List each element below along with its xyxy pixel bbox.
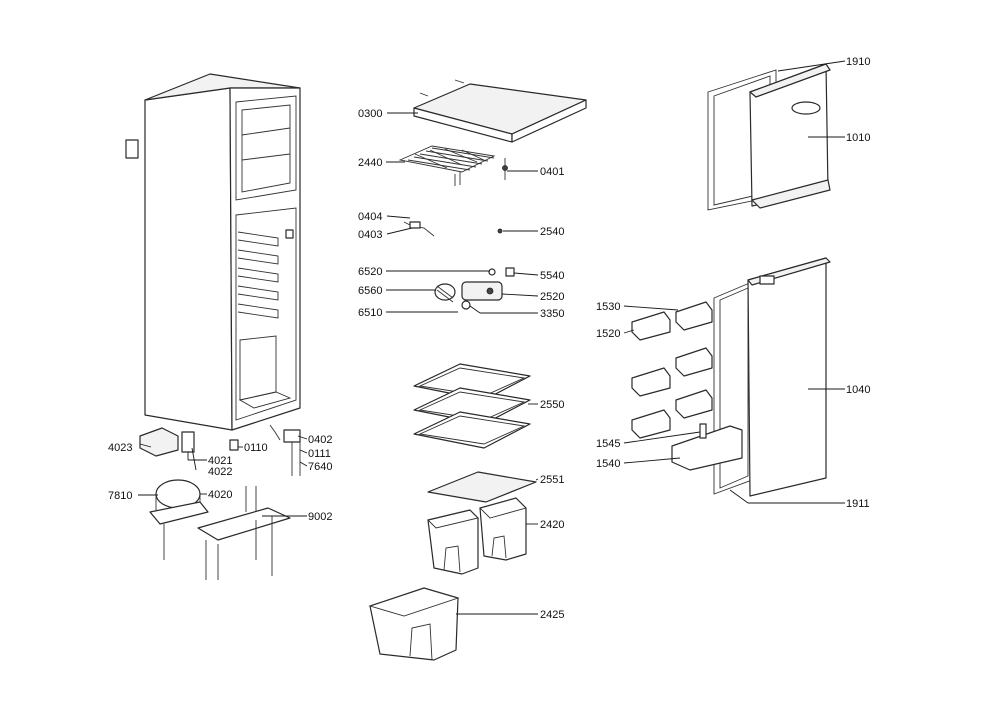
- callout-2425: 2425: [540, 609, 564, 621]
- compressor-group: [139, 427, 301, 580]
- callout-1545: 1545: [596, 438, 620, 450]
- freezer-door: [707, 63, 831, 211]
- callout-2540: 2540: [540, 226, 564, 238]
- callout-2420: 2420: [540, 519, 564, 531]
- callout-7640: 7640: [308, 461, 332, 473]
- callout-0404: 0404: [358, 211, 382, 223]
- leader-lines: [138, 60, 846, 615]
- callout-1530: 1530: [596, 301, 620, 313]
- refrigerator-door: [713, 257, 831, 497]
- callout-0403: 0403: [358, 229, 382, 241]
- callout-7810: 7810: [108, 490, 132, 502]
- callout-0300: 0300: [358, 108, 382, 120]
- callout-1520: 1520: [596, 328, 620, 340]
- callout-1040: 1040: [846, 384, 870, 396]
- callout-1911: 1911: [846, 498, 870, 510]
- callout-4020: 4020: [208, 489, 232, 501]
- glass-shelves: [413, 363, 531, 449]
- callout-labels: 1910 1010 0300 2440 0401 0404 0403 2540 …: [108, 56, 870, 621]
- callout-2551: 2551: [540, 474, 564, 486]
- callout-1910: 1910: [846, 56, 870, 68]
- callout-6560: 6560: [358, 285, 382, 297]
- callout-1010: 1010: [846, 132, 870, 144]
- crisper-drawers: [427, 497, 527, 575]
- callout-9002: 9002: [308, 511, 332, 523]
- callout-0110: 0110: [244, 442, 268, 454]
- callout-2550: 2550: [540, 399, 564, 411]
- callout-5540: 5540: [540, 270, 564, 282]
- callout-0111: 0111: [308, 448, 331, 460]
- callout-4021: 4021: [208, 455, 232, 467]
- callout-0401: 0401: [540, 166, 564, 178]
- callout-0402: 0402: [308, 434, 332, 446]
- callout-1540: 1540: [596, 458, 620, 470]
- door-shelves: [631, 301, 743, 471]
- lamp-assembly: [434, 267, 515, 310]
- callout-6510: 6510: [358, 307, 382, 319]
- crisper-cover-glass: [427, 471, 537, 503]
- callout-6520: 6520: [358, 266, 382, 278]
- callout-2520: 2520: [540, 291, 564, 303]
- callout-3350: 3350: [540, 308, 564, 320]
- wire-shelf-freezer: [398, 145, 508, 186]
- evaporator-cover: [413, 79, 587, 143]
- refrigerator-cabinet: [125, 73, 301, 441]
- callout-4023: 4023: [108, 442, 132, 454]
- callout-2440: 2440: [358, 157, 382, 169]
- callout-4022: 4022: [208, 466, 232, 478]
- freezer-drawer: [368, 587, 460, 661]
- drain-heater: [403, 221, 503, 237]
